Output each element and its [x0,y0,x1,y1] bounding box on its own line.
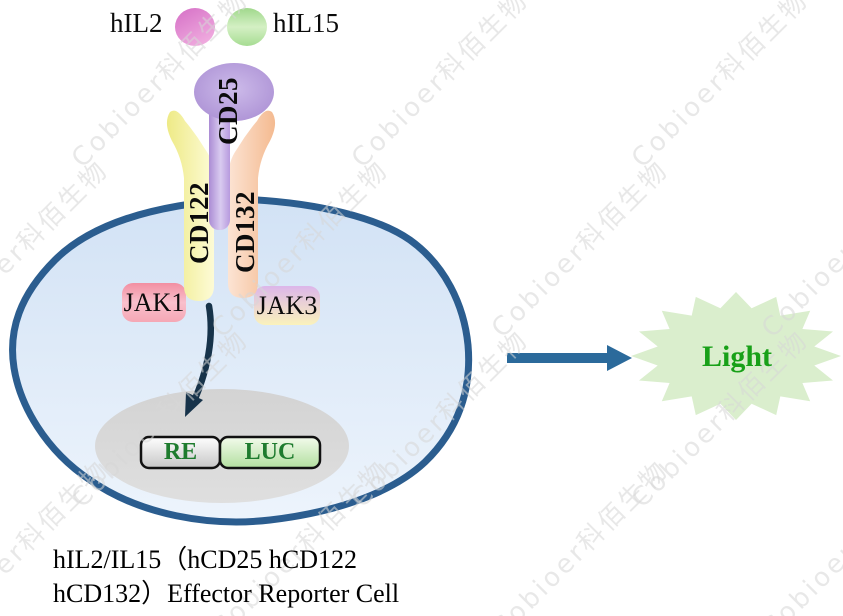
cd25-stalk [209,84,230,230]
jak3-box [254,286,320,325]
jak3-label: JAK3 [256,290,318,320]
hil15-legend-label: hIL15 [273,8,339,38]
hil2-legend-label: hIL2 [110,8,163,38]
cd132-chain [228,110,276,299]
signal-arrow-head [185,392,203,417]
hil2-ligand-circle [175,8,215,46]
jak1-label: JAK1 [123,287,185,317]
hil15-ligand-circle [227,8,267,46]
signal-arrow-shaft [191,302,214,403]
jak1-box [122,283,186,322]
cd122-chain [166,110,214,302]
re-label: RE [163,439,198,465]
cd132-label: CD132 [230,191,260,273]
caption-line2: hCD132）Effector Reporter Cell [53,579,400,608]
light-label: Light [701,340,773,373]
output-arrow [507,345,632,371]
luc-box [218,435,322,470]
cd122-label: CD122 [184,182,214,264]
luc-label: LUC [244,439,296,465]
caption-line1: hIL2/IL15（hCD25 hCD122 [53,545,358,574]
cd25-head [194,63,274,121]
light-starburst [631,292,841,420]
cd25-label: CD25 [213,77,243,145]
